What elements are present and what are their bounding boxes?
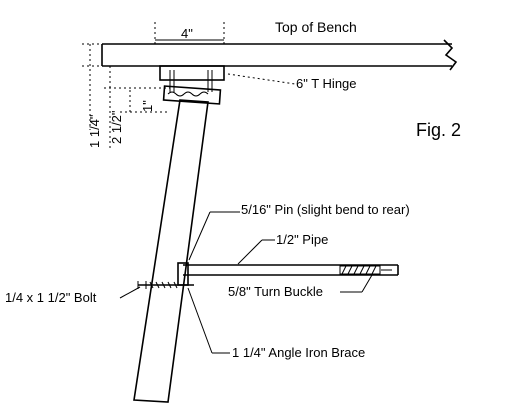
dim-1-1-4-label: 1 1/4": [87, 114, 102, 148]
dim-1-label: 1": [140, 100, 155, 112]
figure-label: Fig. 2: [416, 120, 461, 140]
leader-lines: [119, 73, 373, 354]
bolt: [137, 281, 194, 289]
bench-top: [101, 39, 458, 71]
height-dimensions: [82, 43, 170, 150]
dim-2-1-2-label: 2 1/2": [109, 110, 124, 144]
t-hinge: [159, 65, 225, 105]
angle-iron-label: 1 1/4" Angle Iron Brace: [232, 345, 365, 360]
pipe-label: 1/2" Pipe: [276, 232, 328, 247]
width-dimension: [154, 22, 225, 44]
pipe-brace: [177, 262, 399, 286]
width-4-label: 4": [181, 26, 193, 41]
break-mark: [443, 39, 458, 71]
bolt-label: 1/4 x 1 1/2" Bolt: [5, 290, 97, 305]
t-hinge-label: 6" T Hinge: [296, 76, 357, 91]
leg: [133, 99, 209, 403]
turnbuckle: [339, 265, 392, 275]
top-of-bench-label: Top of Bench: [275, 19, 357, 35]
pin-label: 5/16" Pin (slight bend to rear): [241, 202, 410, 217]
turnbuckle-label: 5/8" Turn Buckle: [228, 284, 323, 299]
